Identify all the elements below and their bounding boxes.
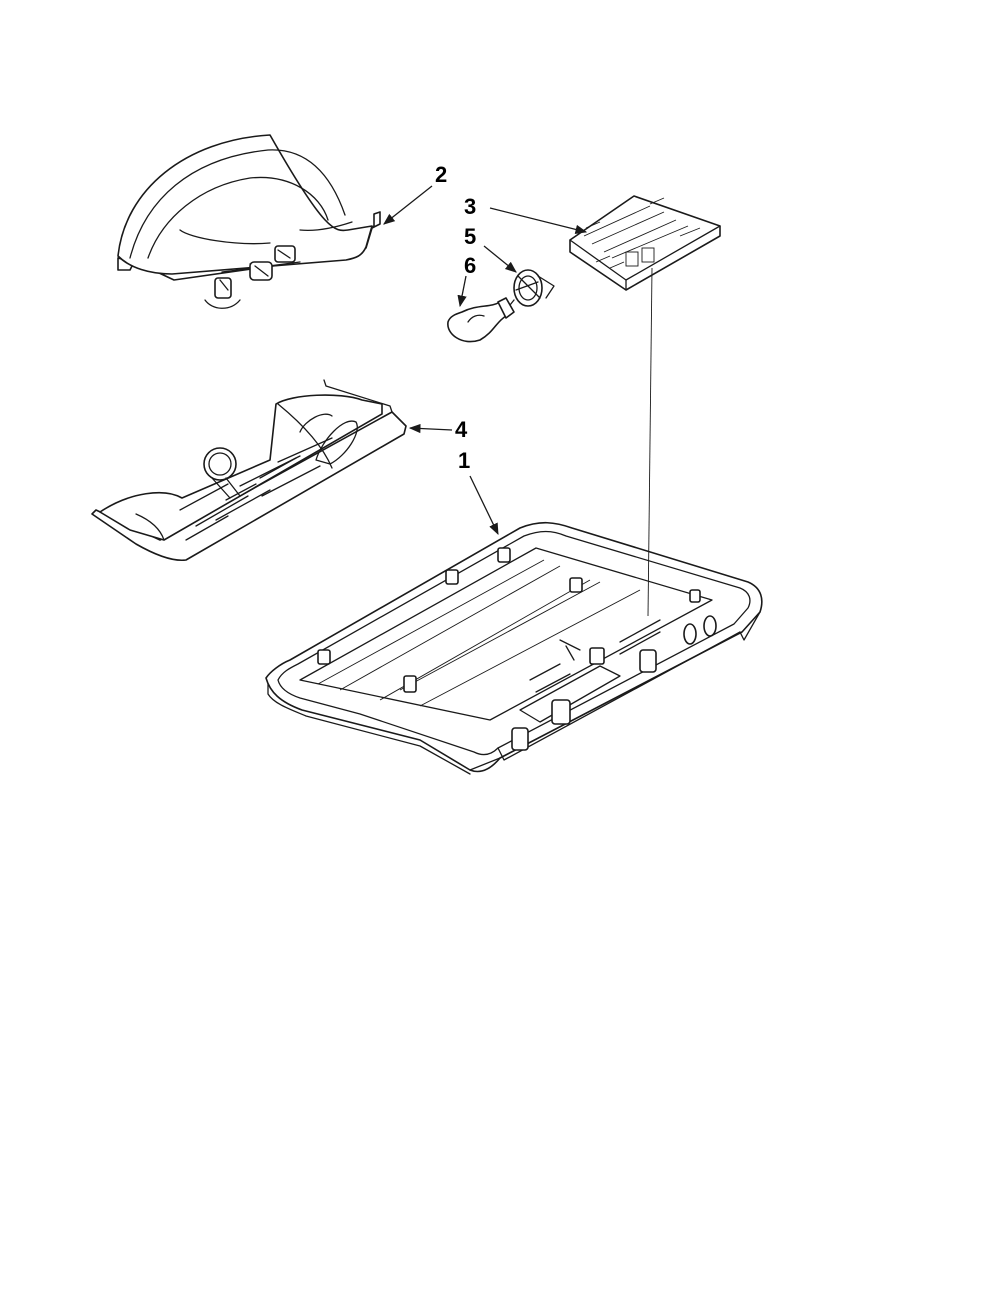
callout-5: 5 [464, 224, 476, 249]
callout-2: 2 [435, 162, 447, 187]
callout-1: 1 [458, 448, 470, 473]
callout-6: 6 [464, 253, 476, 278]
leader-2 [383, 185, 433, 225]
part-4-reflector-bracket [91, 379, 407, 562]
callout-4: 4 [455, 417, 468, 442]
leader-1 [469, 475, 499, 536]
part-6-light-bulb [447, 297, 515, 343]
board-alignment-line [647, 267, 653, 617]
callout-3: 3 [464, 194, 476, 219]
leader-5 [483, 245, 517, 273]
callout-labels: 2 3 5 6 4 1 [435, 162, 476, 473]
part-5-lamp-socket [505, 269, 555, 311]
part-1-base-tray [265, 521, 763, 775]
leader-lines [383, 185, 653, 617]
leader-4 [408, 423, 453, 434]
leader-3 [489, 207, 588, 234]
part-2-light-housing [117, 134, 381, 309]
part-3-control-board [569, 195, 721, 291]
leader-6 [457, 275, 467, 308]
